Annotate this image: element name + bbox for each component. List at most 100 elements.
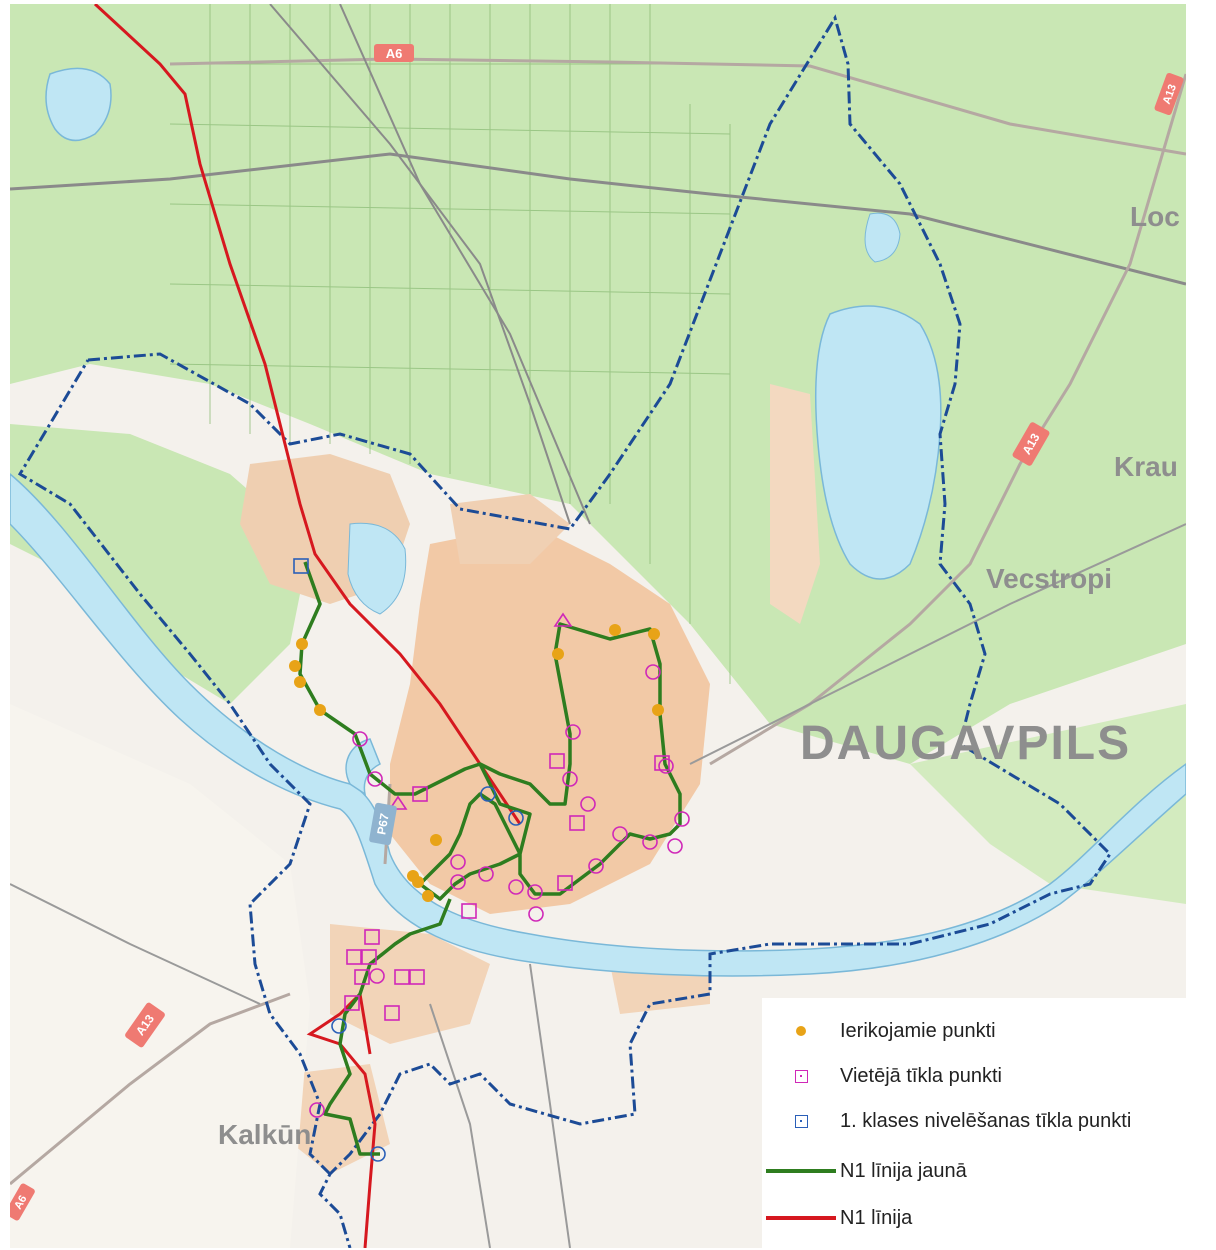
road-railway-north <box>10 152 1186 286</box>
place-label-loc: Loc <box>1130 201 1180 232</box>
local-point[interactable] <box>557 875 573 891</box>
local-point[interactable] <box>369 968 385 984</box>
local-point[interactable] <box>667 838 683 854</box>
local-point[interactable] <box>508 879 524 895</box>
new-point[interactable] <box>430 834 442 846</box>
local-point[interactable] <box>642 834 658 850</box>
local-point[interactable] <box>409 969 425 985</box>
legend-label: N1 līnija jaunā <box>840 1159 967 1182</box>
local-point[interactable] <box>388 795 408 810</box>
local-point[interactable] <box>565 724 581 740</box>
roads <box>10 4 1186 1248</box>
class1-point[interactable] <box>331 1018 347 1034</box>
new-point[interactable] <box>412 876 424 888</box>
lake-northwest <box>45 67 112 142</box>
local-point[interactable] <box>562 771 578 787</box>
orange-dot-icon <box>762 1016 840 1046</box>
place-label-kalkuni: Kalkūn <box>218 1119 311 1150</box>
road-diag-2 <box>339 4 591 525</box>
legend-label: 1. klases nivelēšanas tīkla punkti <box>840 1109 1132 1132</box>
class1-point[interactable] <box>293 558 309 574</box>
urban-east-strip <box>770 384 820 624</box>
road-a13 <box>709 73 1186 766</box>
green-line-icon <box>762 1156 840 1186</box>
local-point[interactable] <box>612 826 628 842</box>
legend-item-n1-new: N1 līnija jaunā <box>762 1156 967 1186</box>
magenta-square-icon <box>762 1061 840 1091</box>
class1-point[interactable] <box>370 1146 386 1162</box>
local-point[interactable] <box>654 755 670 771</box>
road-badge-a6 <box>374 44 414 62</box>
city-label-daugavpils: DAUGAVPILS <box>800 717 1131 770</box>
local-point[interactable] <box>553 612 573 627</box>
new-point[interactable] <box>648 628 660 640</box>
local-point[interactable] <box>309 1102 325 1118</box>
forest-west <box>10 424 310 704</box>
road-southwest <box>10 992 291 1186</box>
local-point[interactable] <box>569 815 585 831</box>
local-point[interactable] <box>367 771 383 787</box>
new-point[interactable] <box>314 704 326 716</box>
local-point[interactable] <box>645 664 661 680</box>
road-badge-p67 <box>369 802 397 846</box>
lake-stropu <box>815 305 942 580</box>
local-point[interactable] <box>361 949 377 965</box>
field-grid-lines <box>169 4 731 684</box>
blue-square-icon <box>762 1106 840 1136</box>
local-point[interactable] <box>461 903 477 919</box>
road-south-1 <box>529 963 571 1248</box>
red-line-icon <box>762 1203 840 1233</box>
local-point[interactable] <box>580 796 596 812</box>
topographic-map[interactable]: A6 A13 A13 A13 P67 A6 DAUGAVPILS Vecstro… <box>10 4 1186 1248</box>
new-point[interactable] <box>422 890 434 902</box>
local-point[interactable] <box>412 786 428 802</box>
local-point[interactable] <box>450 874 466 890</box>
local-point[interactable] <box>588 858 604 874</box>
local-point[interactable] <box>364 929 380 945</box>
local-point[interactable] <box>527 884 543 900</box>
urban-north <box>450 494 570 564</box>
lake-small-north <box>864 212 901 263</box>
new-point[interactable] <box>552 648 564 660</box>
road-badges: A6 A13 A13 A13 P67 A6 <box>10 44 1184 1221</box>
local-point[interactable] <box>384 1005 400 1021</box>
local-point[interactable] <box>450 854 466 870</box>
legend-item-new-points: Ierikojamie punkti <box>762 1016 996 1046</box>
local-point[interactable] <box>346 949 362 965</box>
road-badge-a6-sw <box>10 1183 35 1221</box>
class1-point[interactable] <box>508 810 524 826</box>
map-area[interactable]: A6 A13 A13 A13 P67 A6 DAUGAVPILS Vecstro… <box>10 4 1186 1248</box>
municipal-boundary <box>17 14 1112 1248</box>
road-west <box>10 883 261 1005</box>
water-bodies <box>10 67 1186 977</box>
lake-city <box>347 522 407 615</box>
local-point[interactable] <box>549 753 565 769</box>
legend-label: Ierikojamie punkti <box>840 1019 996 1042</box>
road-label-a6: A6 <box>386 46 403 61</box>
road-a6-north <box>169 57 1186 156</box>
class1-levelling-points <box>293 558 524 1162</box>
road-diag-1 <box>269 4 571 525</box>
urban-kalkuni <box>280 1064 390 1174</box>
local-point[interactable] <box>344 995 360 1011</box>
local-point[interactable] <box>528 906 544 922</box>
new-point[interactable] <box>289 660 301 672</box>
place-label-krauja: Krau <box>1114 451 1178 482</box>
legend-label: N1 līnija <box>840 1206 913 1229</box>
class1-point[interactable] <box>480 786 496 802</box>
new-point[interactable] <box>296 638 308 650</box>
legend-label: Vietējā tīkla punkti <box>840 1064 1002 1087</box>
river-bend-loop <box>345 738 381 796</box>
local-point[interactable] <box>658 758 674 774</box>
local-point[interactable] <box>674 811 690 827</box>
new-point[interactable] <box>609 624 621 636</box>
local-point[interactable] <box>354 969 370 985</box>
road-badge-a13-top <box>1154 72 1184 116</box>
open-land-southwest <box>10 704 310 1248</box>
new-point[interactable] <box>652 704 664 716</box>
new-point[interactable] <box>294 676 306 688</box>
road-east-diag <box>689 523 1186 765</box>
local-point[interactable] <box>352 731 368 747</box>
local-point[interactable] <box>394 969 410 985</box>
local-point[interactable] <box>478 866 494 882</box>
